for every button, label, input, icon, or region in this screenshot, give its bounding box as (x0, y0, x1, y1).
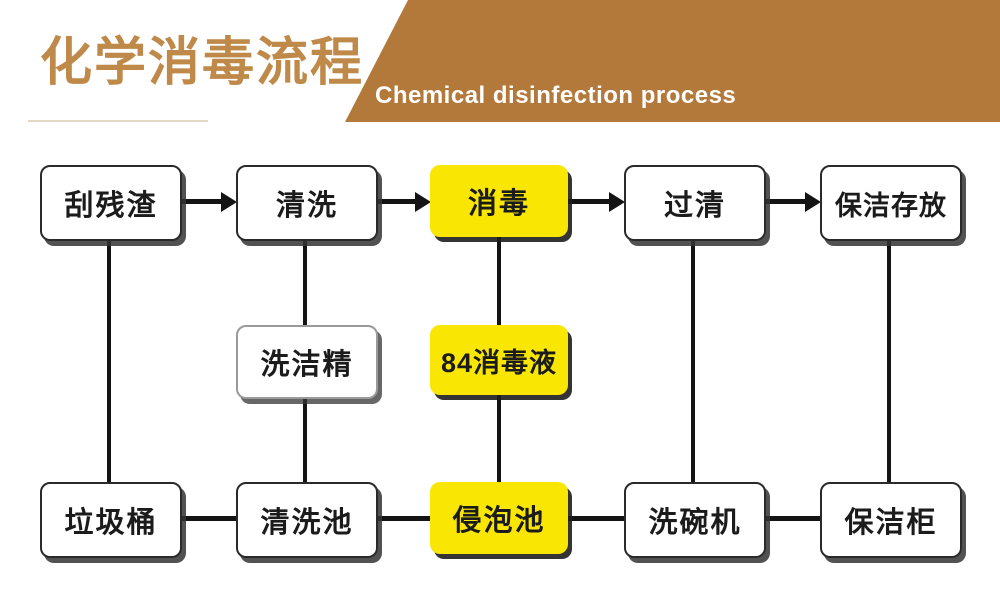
node-soak-sink: 侵泡池 (430, 482, 568, 554)
arrowhead-icon (415, 191, 431, 212)
node-wash: 清洗 (236, 165, 378, 241)
banner-subtitle: Chemical disinfection process (375, 82, 737, 109)
arrow-line-disinfect-to-rinse (566, 199, 611, 204)
node-rinse: 过清 (624, 165, 766, 241)
connector-scrape-to-trashbin (107, 236, 111, 484)
link-trashbin-washsink (178, 516, 236, 521)
node-scrape-residue: 刮残渣 (40, 165, 182, 241)
connector-storage-to-cabinet (887, 236, 891, 484)
node-storage-cabinet: 保洁柜 (820, 482, 962, 558)
link-soaksink-dishwasher (566, 516, 624, 521)
arrow-line-scrape-to-wash (178, 199, 223, 204)
link-washsink-soaksink (374, 516, 430, 521)
node-dishwasher: 洗碗机 (624, 482, 766, 558)
node-clean-storage: 保洁存放 (820, 165, 962, 241)
node-trash-bin: 垃圾桶 (40, 482, 182, 558)
arrow-line-wash-to-disinfect (374, 199, 417, 204)
arrowhead-icon (805, 191, 821, 212)
link-dishwasher-cabinet (762, 516, 820, 521)
arrow-line-rinse-to-storage (762, 199, 807, 204)
title-underline (28, 120, 208, 122)
page-title: 化学消毒流程 (40, 34, 365, 92)
node-detergent: 洗洁精 (236, 325, 378, 399)
node-wash-sink: 清洗池 (236, 482, 378, 558)
arrowhead-icon (221, 191, 237, 212)
node-disinfect: 消毒 (430, 165, 568, 237)
node-84-disinfectant: 84消毒液 (430, 325, 568, 395)
connector-rinse-to-dishwasher (691, 236, 695, 484)
arrowhead-icon (609, 191, 625, 212)
header-banner: Chemical disinfection process (345, 0, 1000, 122)
